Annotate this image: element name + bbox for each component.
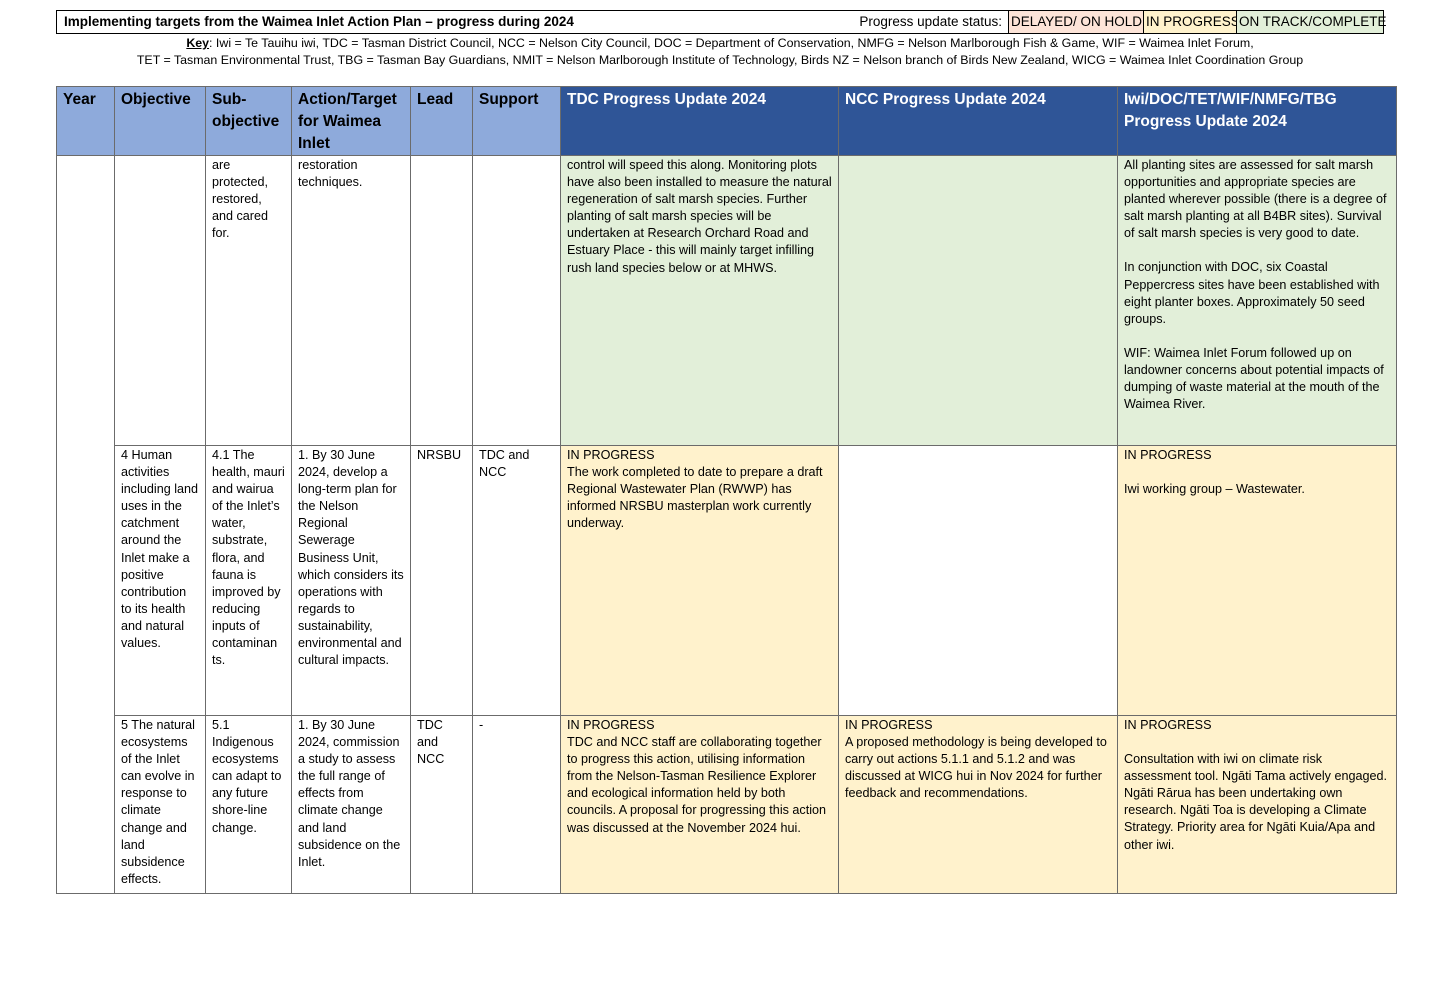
year-cell <box>56 155 115 894</box>
update-text: Consultation with iwi on climate risk as… <box>1124 752 1387 852</box>
ncc-update-cell: IN PROGRESS A proposed methodology is be… <box>838 715 1118 894</box>
status-legend-delayed: DELAYED/ ON HOLD <box>1008 11 1143 33</box>
key-line-2: TET = Tasman Environmental Trust, TBG = … <box>136 53 1304 67</box>
objective-cell: 4 Human activities including land uses i… <box>114 445 206 716</box>
lead-cell <box>410 155 473 446</box>
col-header-ncc: NCC Progress Update 2024 <box>838 86 1118 156</box>
col-header-objective: Objective <box>114 86 206 156</box>
key-text-1: : Iwi = Te Tauihu iwi, TDC = Tasman Dist… <box>209 36 1254 50</box>
action-plan-table: Year Objective Sub-objective Action/Targ… <box>56 86 1397 894</box>
support-cell <box>472 155 561 446</box>
iwi-update-cell: IN PROGRESS Consultation with iwi on cli… <box>1117 715 1397 894</box>
support-cell: - <box>472 715 561 894</box>
status-text: IN PROGRESS <box>567 448 655 462</box>
status-text: IN PROGRESS <box>845 718 933 732</box>
update-text: The work completed to date to prepare a … <box>567 465 823 531</box>
col-header-action: Action/Target for Waimea Inlet <box>291 86 411 156</box>
col-header-iwi: Iwi/DOC/TET/WIF/NMFG/TBG Progress Update… <box>1117 86 1397 156</box>
document-title: Implementing targets from the Waimea Inl… <box>64 14 574 29</box>
iwi-update-paragraph: In conjunction with DOC, six Coastal Pep… <box>1124 260 1380 326</box>
objective-cell: 5 The natural ecosystems of the Inlet ca… <box>114 715 206 894</box>
status-text: IN PROGRESS <box>1124 448 1212 462</box>
abbreviation-key: Key: Iwi = Te Tauihu iwi, TDC = Tasman D… <box>56 35 1384 69</box>
table-row: 5 The natural ecosystems of the Inlet ca… <box>57 715 1397 894</box>
key-label: Key <box>186 36 210 50</box>
status-text: IN PROGRESS <box>1124 718 1212 732</box>
status-legend-label: Progress update status: <box>859 14 1002 29</box>
table-row: are protected, restored, and cared for. … <box>56 155 1397 894</box>
col-header-subobjective: Sub-objective <box>205 86 292 156</box>
iwi-update-cell: All planting sites are assessed for salt… <box>1117 155 1397 446</box>
lead-cell: TDC and NCC <box>410 715 473 894</box>
subobjective-cell: 4.1 The health, mauri and wairua of the … <box>205 445 292 716</box>
col-header-year: Year <box>56 86 115 156</box>
update-text: A proposed methodology is being develope… <box>845 735 1107 801</box>
subobjective-cell: are protected, restored, and cared for. <box>205 155 292 446</box>
action-cell: 1. By 30 June 2024, develop a long-term … <box>291 445 411 716</box>
table-header-row: Year Objective Sub-objective Action/Targ… <box>56 86 1397 156</box>
iwi-update-paragraph: All planting sites are assessed for salt… <box>1124 158 1387 241</box>
col-header-tdc: TDC Progress Update 2024 <box>560 86 839 156</box>
key-line-1: Key: Iwi = Te Tauihu iwi, TDC = Tasman D… <box>56 35 1384 52</box>
table-row: 4 Human activities including land uses i… <box>57 445 1397 716</box>
iwi-update-cell: IN PROGRESS Iwi working group – Wastewat… <box>1117 445 1397 716</box>
update-text: Iwi working group – Wastewater. <box>1124 482 1305 497</box>
tdc-update-cell: IN PROGRESS The work completed to date t… <box>560 445 839 716</box>
ncc-update-cell <box>838 445 1118 716</box>
lead-cell: NRSBU <box>410 445 473 716</box>
document-title-bar: Implementing targets from the Waimea Inl… <box>56 10 1387 34</box>
tdc-update-cell: IN PROGRESS TDC and NCC staff are collab… <box>560 715 839 894</box>
iwi-update-paragraph: WIF: Waimea Inlet Forum followed up on l… <box>1124 345 1384 412</box>
status-legend-on-track: ON TRACK/COMPLETE <box>1236 11 1387 33</box>
col-header-support: Support <box>472 86 561 156</box>
ncc-update-cell <box>838 155 1118 446</box>
status-legend-in-progress: IN PROGRESS <box>1143 11 1240 33</box>
status-text: IN PROGRESS <box>567 718 655 732</box>
action-cell: 1. By 30 June 2024, commission a study t… <box>291 715 411 894</box>
support-cell: TDC and NCC <box>472 445 561 716</box>
action-cell: restoration techniques. <box>291 155 411 446</box>
subobjective-cell: 5.1 Indigenous ecosystems can adapt to a… <box>205 715 292 894</box>
col-header-lead: Lead <box>410 86 473 156</box>
objective-cell <box>114 155 206 446</box>
tdc-update-cell: control will speed this along. Monitorin… <box>560 155 839 446</box>
update-text: TDC and NCC staff are collaborating toge… <box>567 735 827 835</box>
